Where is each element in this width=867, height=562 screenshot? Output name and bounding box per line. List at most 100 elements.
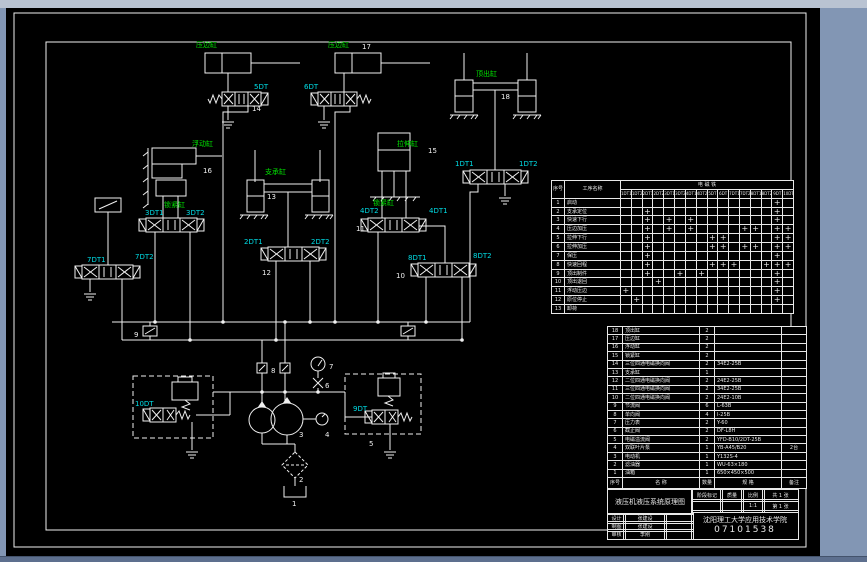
valve-far-left [74, 198, 141, 340]
seq-mark-off [630, 206, 643, 217]
bom-qty: 2 [699, 393, 715, 403]
bom-note: 2台 [781, 443, 807, 453]
seq-mark-off [749, 197, 762, 208]
seq-col-header: 7DT1 [728, 188, 740, 199]
part-number-label: 10 [396, 272, 405, 280]
seq-mark-on: + [641, 224, 654, 235]
seq-row-no: 13 [551, 304, 565, 314]
seq-mark-off [717, 224, 730, 235]
seq-mark-on: + [760, 259, 773, 270]
seq-mark-off [674, 206, 686, 217]
seq-mark-off [728, 242, 740, 252]
bom-no: 10 [607, 393, 623, 403]
part-number-label: 7 [329, 363, 333, 371]
seq-mark-off [630, 197, 643, 208]
seq-mark-on: + [641, 259, 654, 270]
seq-mark-off [706, 286, 719, 297]
cylinder-label: 浮动缸 [192, 139, 213, 148]
bom-note [781, 460, 807, 470]
seq-mark-off [663, 206, 676, 217]
seq-row-no: 6 [551, 242, 565, 252]
seq-mark-off [738, 250, 751, 261]
window-top-strip [0, 0, 867, 8]
bom-no: 13 [607, 367, 623, 378]
seq-mark-on: + [749, 242, 762, 252]
solenoid-label: 2DT1 [244, 238, 263, 246]
bom-no: 7 [607, 418, 623, 428]
seq-col-header: 9DT [771, 188, 784, 199]
part-number-label: 12 [262, 269, 271, 277]
seq-mark-off [630, 259, 643, 270]
bom-name: 双联叶片泵 [622, 443, 700, 453]
seq-mark-off [674, 259, 686, 270]
seq-mark-on: + [717, 242, 730, 252]
seq-mark-off [620, 197, 632, 208]
seq-mark-off [663, 233, 676, 244]
seq-col-header: 8DT2 [760, 188, 773, 199]
bom-name: 顶出缸 [622, 325, 700, 336]
seq-mark-off [684, 233, 697, 244]
seq-mark-off [760, 233, 773, 244]
seq-mark-off [630, 224, 643, 235]
seq-mark-on: + [684, 224, 697, 235]
bom-name: 单向阀 [622, 409, 700, 420]
seq-mark-off [620, 224, 632, 235]
seq-mark-off [684, 259, 697, 270]
seq-mark-off [663, 268, 676, 279]
seq-mark-off [695, 206, 708, 217]
seq-row-name: 拉伸加压 [564, 242, 621, 252]
seq-mark-off [717, 295, 730, 306]
seq-mark-off [738, 295, 751, 306]
bom-name: 三位四通电磁换向阀 [622, 384, 700, 395]
seq-mark-on: + [771, 206, 784, 217]
seq-row-no: 1 [551, 197, 565, 208]
solenoid-label: 2DT2 [311, 238, 330, 246]
seq-mark-off [674, 242, 686, 252]
bom-spec: DF-L8H [714, 426, 782, 437]
seq-mark-off [695, 259, 708, 270]
sign-label-draw: 制图 [607, 521, 626, 532]
seq-mark-off [652, 304, 665, 314]
seq-mark-off [749, 268, 762, 279]
seq-mark-off [620, 250, 632, 261]
seq-mark-off [630, 215, 643, 226]
seq-col-header: 3DT1 [663, 188, 676, 199]
seq-row-name: 拉伸下行 [564, 233, 621, 244]
bom-spec: L-63B [714, 401, 782, 411]
bom-spec [714, 351, 782, 361]
seq-mark-on: + [771, 242, 784, 252]
seq-mark-off [717, 197, 730, 208]
part-number-label: 3 [299, 431, 303, 439]
seq-mark-off [641, 277, 654, 288]
sign-date-check [664, 529, 694, 540]
seq-mark-off [620, 233, 632, 244]
bom-note [781, 342, 807, 353]
seq-mark-on: + [641, 233, 654, 244]
bom-no: 1 [607, 468, 623, 479]
seq-mark-off [630, 242, 643, 252]
seq-mark-on: + [771, 295, 784, 306]
seq-mark-off [749, 259, 762, 270]
seq-mark-off [749, 233, 762, 244]
seq-row-name: 浮动压边 [564, 286, 621, 297]
bom-note [781, 367, 807, 378]
seq-row-no: 12 [551, 295, 565, 306]
cylinder-draw-right [360, 133, 477, 340]
bom-spec: WU-63×180 [714, 460, 782, 470]
solenoid-label: 5DT [254, 83, 269, 91]
bom-header-row: 序号名 称数量规 格备注 [607, 477, 807, 490]
seq-mark-off [695, 242, 708, 252]
seq-mark-off [782, 295, 794, 306]
sign-date-draw [664, 521, 694, 532]
